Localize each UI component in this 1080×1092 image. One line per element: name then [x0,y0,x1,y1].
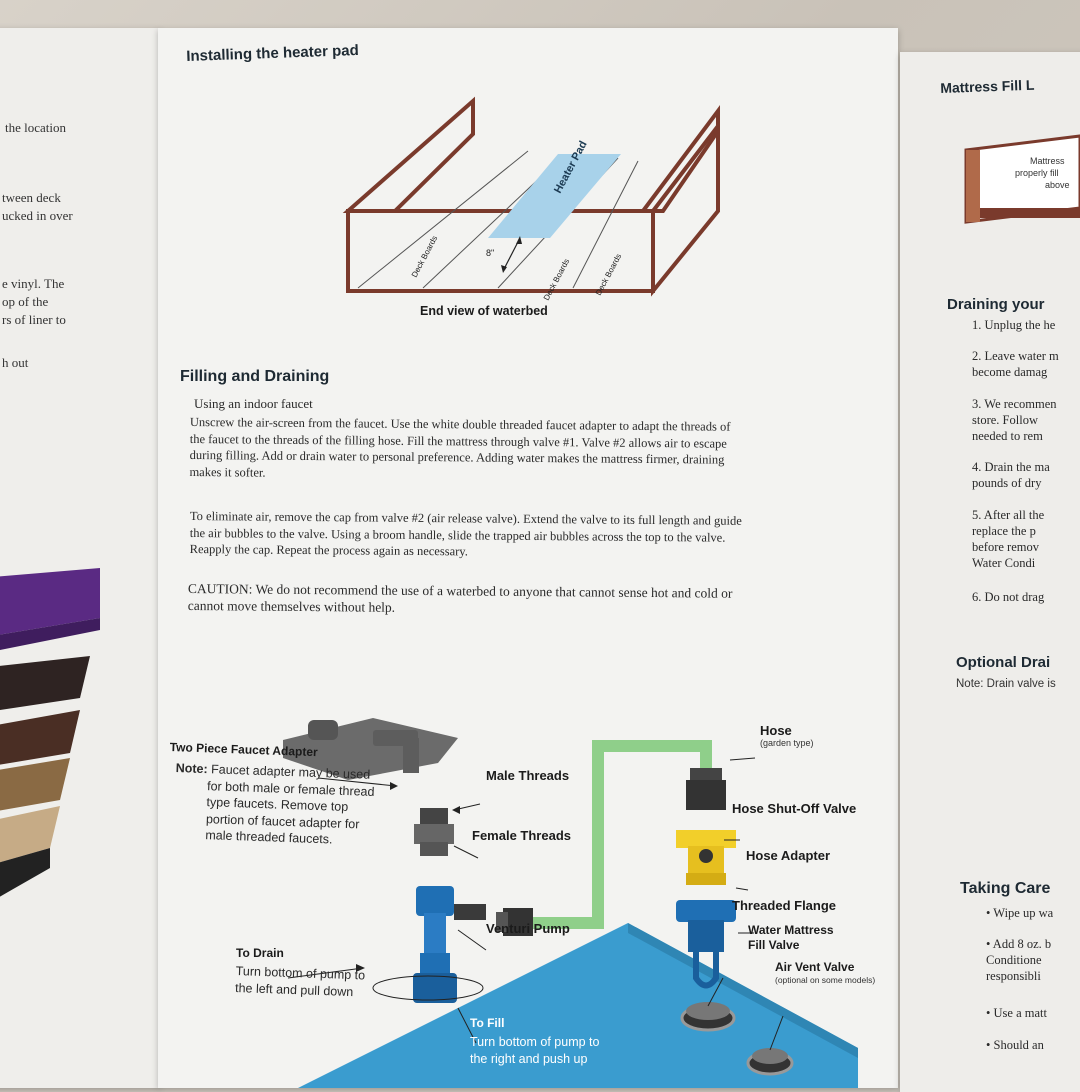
mattress-fill-diagram [964,134,1080,224]
left-fragment: e vinyl. The [2,276,65,291]
deck-boards-label: Deck Boards [542,257,571,302]
left-fragment: op of the [2,294,49,309]
drain-step: replace the p [972,524,1036,538]
male-threads-label: Male Threads [486,768,570,783]
to-drain-label: To Drain [236,946,284,960]
left-fragment: tween deck [2,190,61,205]
filling-paragraph: Unscrew the air-screen from the faucet. … [189,414,731,480]
drain-step: 6. Do not drag [972,590,1045,604]
drain-step: 4. Drain the ma [972,460,1050,474]
mattress-fill-title: Mattress Fill L [940,76,1035,96]
diagram-caption: End view of waterbed [420,304,548,318]
care-item: Conditione [986,953,1042,967]
drain-step: become damag [972,365,1048,379]
to-fill-instructions: Turn bottom of pump to the right and pus… [470,1035,600,1066]
female-threads-label: Female Threads [472,828,571,843]
heater-pad-diagram: Heater Pad Deck Boards Deck Boards Deck … [342,96,720,302]
to-drain-instructions: Turn bottom of pump to the left and pull… [234,963,366,999]
left-fragment: rs of liner to [2,312,66,327]
filling-subtitle: Using an indoor faucet [194,396,313,411]
drain-step: pounds of dry [972,476,1042,490]
to-fill-label: To Fill [470,1016,505,1030]
drain-step: 1. Unplug the he [972,318,1056,332]
drain-step: needed to rem [972,429,1043,443]
hose-adapter-label: Hose Adapter [746,848,831,863]
draining-title: Draining your [947,296,1045,313]
drain-step: 2. Leave water m [972,349,1059,363]
waterbed-layers-illustration [0,568,100,897]
air-vent-sub-label: (optional on some models) [775,975,876,985]
care-item: • Should an [986,1038,1044,1052]
optional-drain-title: Optional Drai [956,654,1051,671]
taking-care-title: Taking Care [960,880,1051,897]
hose-label: Hose [760,723,792,738]
caution-paragraph: CAUTION: We do not recommend the use of … [187,580,733,615]
fill-valve-label-line2: Fill Valve [748,938,800,952]
care-item: responsibli [986,969,1041,983]
fill-box-text: above [1045,180,1070,190]
threaded-flange-label: Threaded Flange [732,898,837,913]
air-vent-label: Air Vent Valve [775,960,855,974]
heater-section-title: Installing the heater pad [186,41,360,65]
center-page: Installing the heater pad Heater Pad Dec… [158,28,898,1088]
air-paragraph: To eliminate air, remove the cap from va… [189,508,742,559]
fill-valve-label-line1: Water Mattress [748,923,834,937]
care-item: • Use a matt [986,1006,1047,1020]
drain-step: 5. After all the [972,508,1045,522]
filling-section-title: Filling and Draining [180,368,330,385]
drain-step: store. Follow [972,413,1038,427]
filling-parts-illustration [283,718,858,1088]
care-item: • Wipe up wa [986,906,1054,920]
hose-shutoff-label: Hose Shut-Off Valve [732,801,857,816]
drain-step: Water Condi [972,556,1036,570]
drain-step: 3. We recommen [972,397,1057,411]
fill-box-text: properly fill [1015,168,1059,178]
deck-boards-label: Deck Boards [410,234,439,279]
right-page: Mattress Fill L Mattress properly fill a… [900,52,1080,1092]
adapter-note: Note: Faucet adapter may be used for bot… [175,760,375,847]
venturi-pump-label: Venturi Pump [486,921,570,936]
drain-step: before remov [972,540,1039,554]
left-fragment: ucked in over [2,208,73,223]
left-fragment: h out [2,355,29,370]
care-item: • Add 8 oz. b [986,937,1052,951]
left-fragment: the location [5,120,67,135]
left-page: the location tween deck ucked in over e … [0,28,160,1088]
hose-sub-label: (garden type) [760,738,814,748]
fill-box-text: Mattress [1030,156,1065,166]
optional-drain-note: Note: Drain valve is [956,678,1056,690]
dimension-label: 8" [486,248,494,258]
